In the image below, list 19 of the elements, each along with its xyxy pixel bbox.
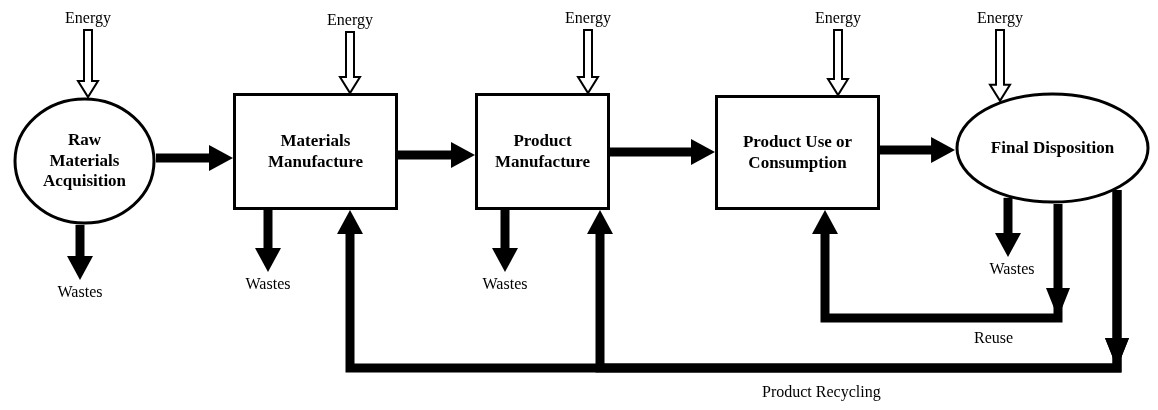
process-ellipse: Final Disposition (955, 92, 1150, 204)
text-label: Energy (48, 6, 128, 30)
text-label: Energy (960, 6, 1040, 30)
text-label: Wastes (974, 257, 1050, 281)
hollow-arrow (988, 29, 1012, 103)
hollow-arrow (576, 29, 600, 95)
text-label: Wastes (467, 272, 543, 296)
text-label: Wastes (42, 280, 118, 304)
text-label: Wastes (230, 272, 306, 296)
text-label: Energy (548, 6, 628, 30)
process-box: Product Use or Consumption (715, 95, 880, 210)
process-box: Materials Manufacture (233, 93, 398, 210)
hollow-arrow (826, 29, 850, 97)
process-box: Product Manufacture (475, 93, 610, 210)
process-ellipse: Raw Materials Acquisition (13, 97, 156, 225)
text-label: Energy (798, 6, 878, 30)
hollow-arrow (338, 31, 362, 95)
text-label: Energy (310, 8, 390, 32)
hollow-arrow (76, 29, 100, 99)
